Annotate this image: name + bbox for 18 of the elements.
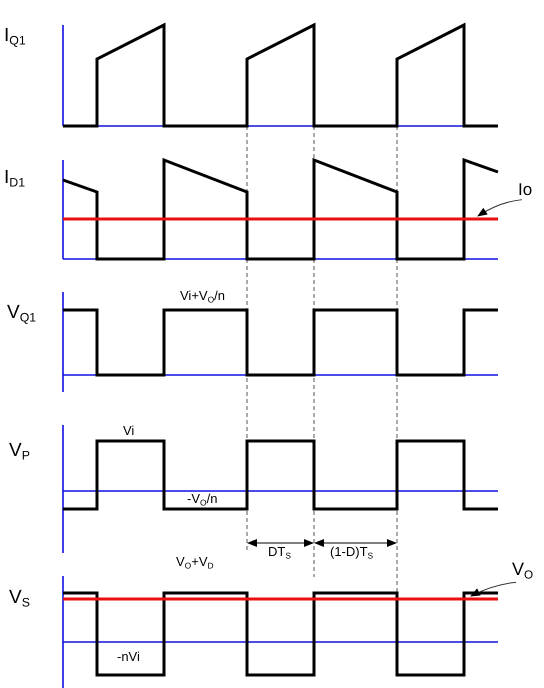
leader-line	[470, 582, 516, 596]
signal-name: V$_{P}$	[9, 441, 30, 464]
value-label: -V$_{O}$/n	[187, 492, 218, 508]
value-label: Vi+V$_{O}$/n	[180, 289, 226, 305]
reference-line	[63, 598, 498, 600]
signal-name: V$_{Q1}$	[7, 303, 36, 326]
signal-name: V$_{S}$	[9, 588, 30, 610]
value-label: DT$_{S}$	[268, 545, 291, 561]
value-label: Vi	[123, 424, 134, 438]
value-label: (1-D)T$_{S}$	[330, 545, 374, 561]
callout-label: Io	[518, 181, 532, 200]
signal-name: I$_{Q1}$	[4, 26, 26, 48]
value-label: -nVi	[117, 650, 140, 664]
callout-label: V$_{O}$	[512, 560, 534, 582]
reference-line	[63, 218, 498, 220]
leader-line	[477, 199, 522, 217]
value-label: V$_{O}$+V$_{D}$	[176, 555, 214, 571]
signal-name: I$_{D1}$	[4, 168, 26, 190]
